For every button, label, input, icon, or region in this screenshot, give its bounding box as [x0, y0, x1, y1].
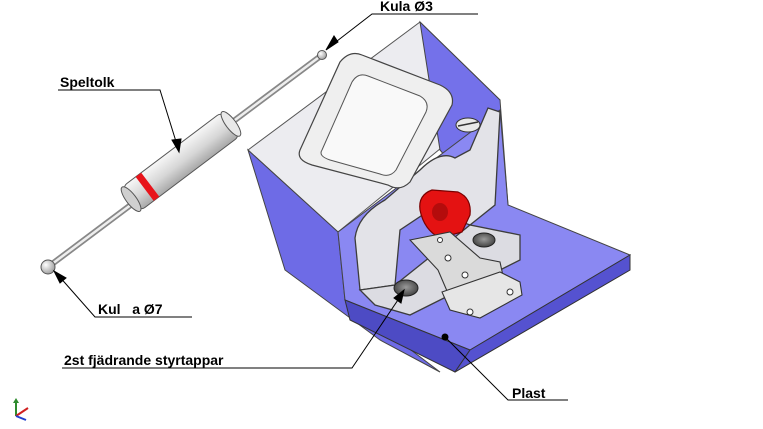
guide-pin-right	[472, 232, 496, 248]
guide-pins	[393, 232, 496, 297]
label-speltolk: Speltolk	[60, 74, 115, 90]
slot-screw	[455, 117, 481, 133]
leader-plast	[445, 337, 568, 401]
leader-styrtappar	[62, 293, 403, 369]
leader-kula7	[57, 274, 192, 318]
gauge-ball-small	[317, 50, 327, 60]
fixture-base-right-strip	[454, 254, 631, 373]
axis-triad-icon	[13, 398, 29, 421]
gauge-red-band	[135, 172, 160, 201]
label-kula7: Kul a Ø7	[98, 301, 163, 317]
label-plast: Plast	[512, 385, 546, 401]
gap-gauge	[40, 50, 327, 275]
label-styrtappar: 2st fjädrande styrtappar	[64, 352, 224, 368]
leader-kula3	[327, 13, 478, 49]
label-kula3: Kula Ø3	[380, 0, 433, 14]
guide-pin-left	[393, 279, 419, 297]
leader-lines	[52, 13, 568, 401]
gauge-ball-large	[40, 259, 56, 275]
gauge-body	[123, 113, 239, 210]
window-plate	[298, 52, 454, 189]
leader-speltolk	[58, 89, 179, 149]
toggle-clamp	[408, 189, 523, 319]
